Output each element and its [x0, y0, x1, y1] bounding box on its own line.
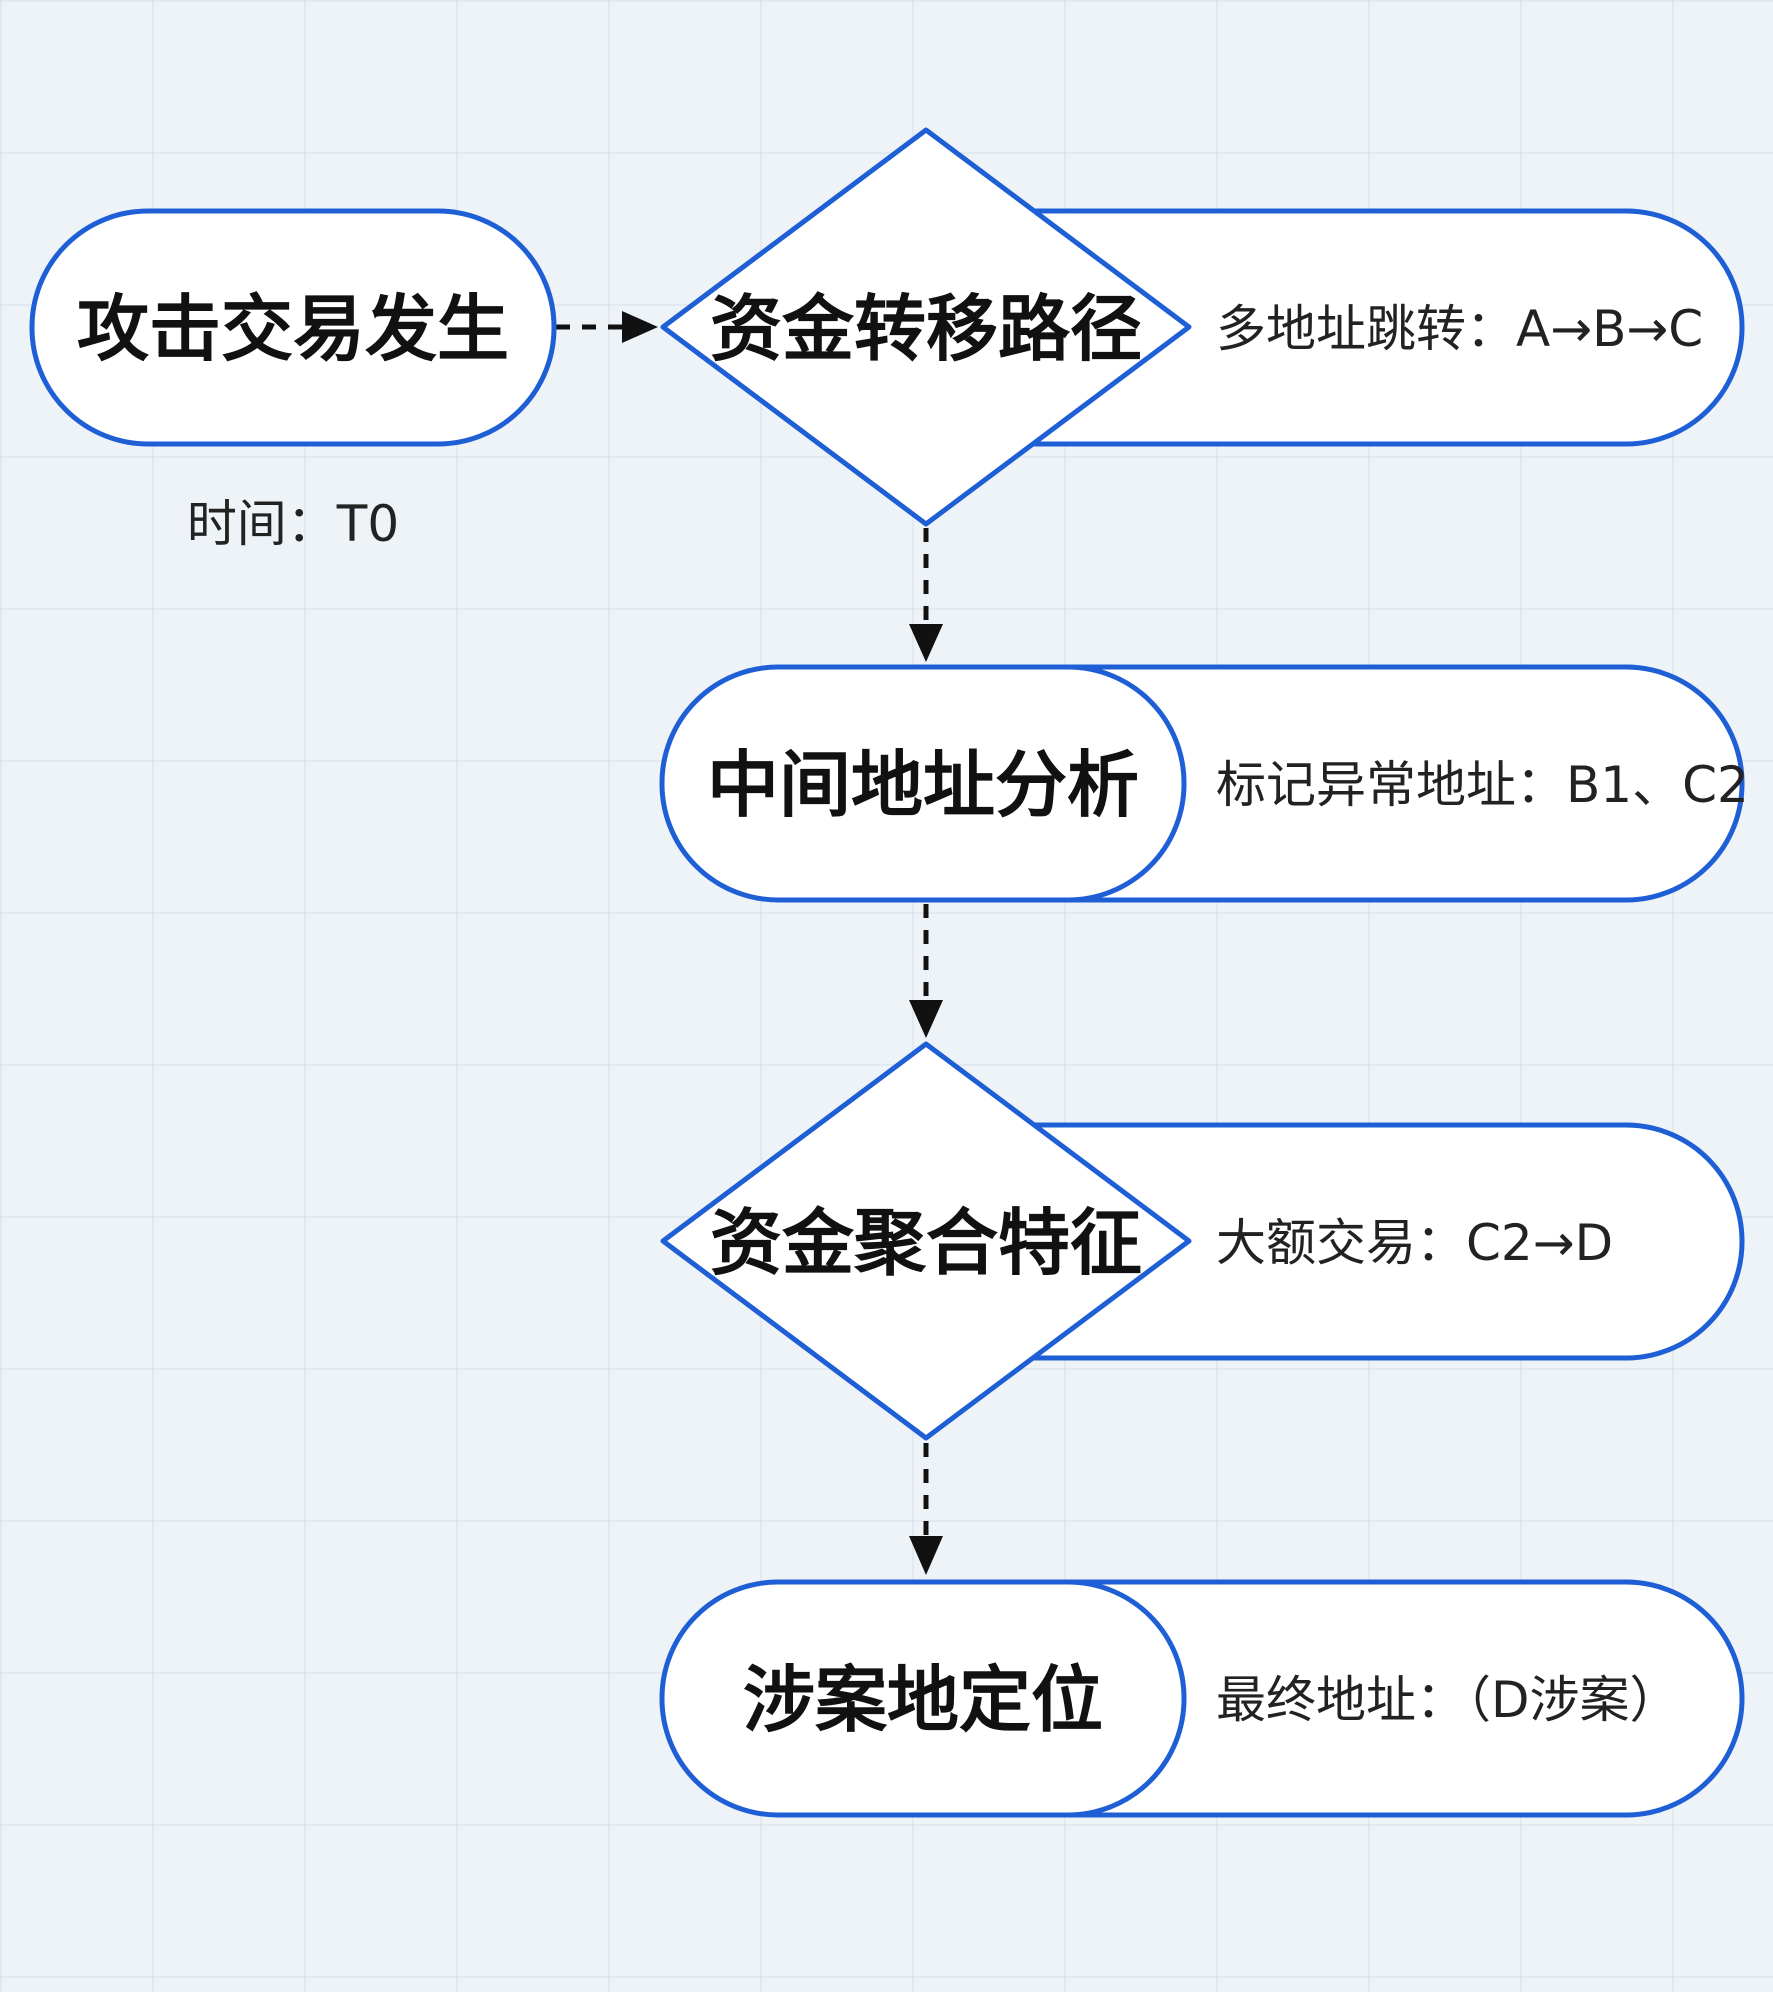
node-start-label: 攻击交易发生: [77, 287, 509, 371]
node-mid-label: 中间地址分析: [707, 743, 1139, 827]
node-mid-shape: [659, 664, 1187, 903]
node-path-label: 资金转移路径: [710, 287, 1142, 371]
arrowhead-start-to-path: [622, 311, 658, 343]
arrowhead-agg-to-locate: [909, 1536, 943, 1575]
node-path-detail: 多地址跳转：A→B→C: [1216, 300, 1703, 358]
node-start-note: 时间：T0: [187, 495, 399, 553]
node-start-shape: [29, 208, 557, 447]
arrowhead-path-to-mid: [909, 624, 943, 662]
node-agg-shape: [660, 1041, 1192, 1441]
node-path-shape: [660, 127, 1192, 527]
node-agg-label: 资金聚合特征: [710, 1201, 1142, 1285]
arrowhead-mid-to-agg: [909, 1000, 943, 1038]
node-mid-detail: 标记异常地址：B1、C2: [1216, 756, 1749, 814]
node-locate-shape: [659, 1579, 1187, 1818]
node-locate-detail: 最终地址：（D涉案）: [1216, 1671, 1680, 1729]
node-locate-label: 涉案地定位: [743, 1658, 1103, 1742]
node-agg-detail: 大额交易：C2→D: [1216, 1214, 1613, 1272]
